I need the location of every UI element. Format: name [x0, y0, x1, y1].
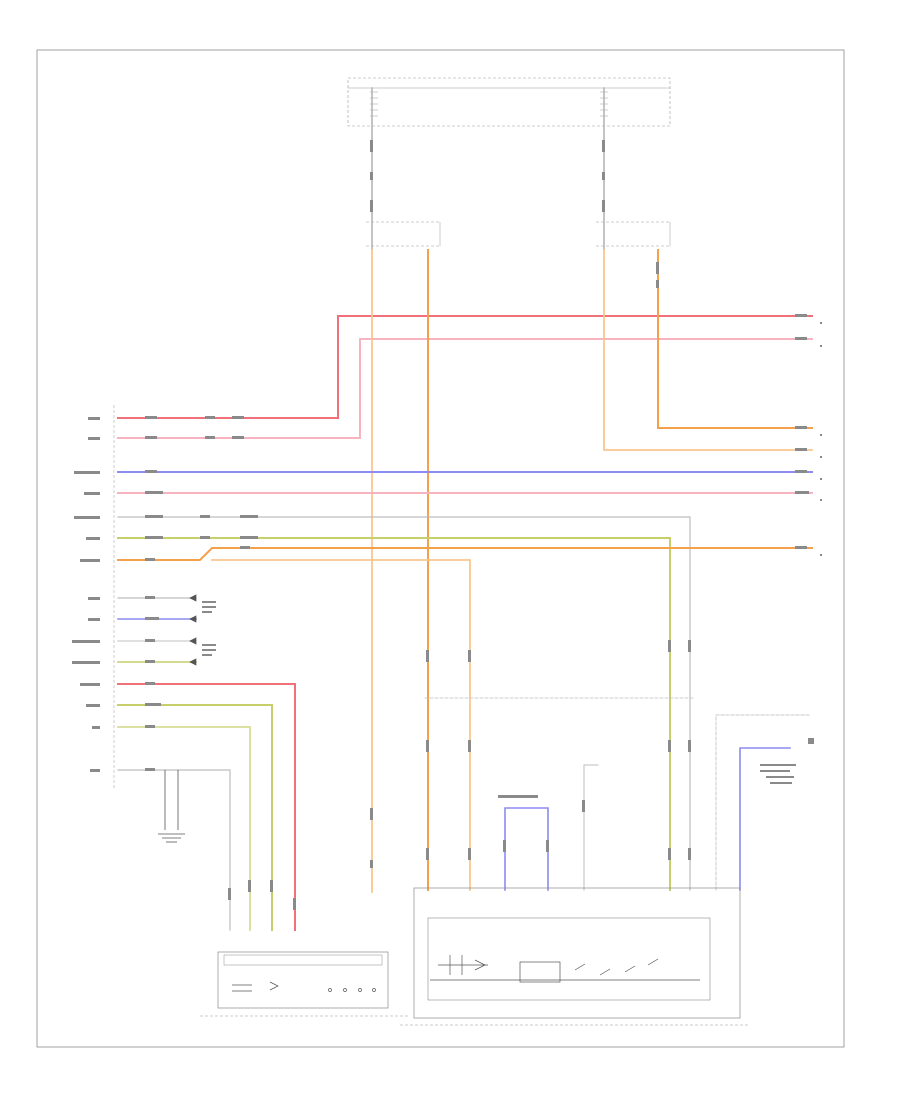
wire-orange-right	[657, 249, 813, 429]
diagram-frame	[36, 49, 845, 1048]
inline-connector-left	[366, 221, 441, 247]
wire-orange-light-right	[603, 249, 813, 451]
top-connector-box	[347, 77, 671, 127]
top-connector-block	[347, 77, 671, 127]
wire-group	[117, 87, 813, 931]
inline-connector-right	[596, 221, 671, 247]
left-ground-symbol	[158, 770, 185, 843]
bottom-right-module-outer	[413, 887, 741, 1019]
wire-yellow-green-light-down	[117, 726, 251, 931]
right-sensor-marks	[760, 738, 814, 784]
wire-orange-horizontal	[117, 547, 813, 561]
left-module	[72, 405, 216, 843]
wire-label-ticks	[145, 140, 809, 910]
bottom-left-connector	[223, 954, 383, 966]
wire-gray-ground	[583, 764, 599, 891]
wire-blue-sensor	[739, 747, 791, 891]
wire-yellow-green-down	[117, 704, 273, 931]
bottom-right-module-inner	[427, 917, 711, 1001]
wire-orange-branch	[211, 559, 471, 891]
bottom-right-module	[400, 795, 750, 1026]
wire-red-down	[117, 683, 296, 931]
wire-pink-2	[117, 338, 813, 439]
right-terminal-marks	[820, 322, 822, 556]
bottom-left-module-box	[217, 951, 389, 1009]
wire-yellow-green	[117, 537, 671, 891]
wire-red-1	[117, 315, 813, 419]
bottom-left-module	[200, 951, 410, 1017]
wire-gray-horizontal	[117, 516, 691, 891]
wire-blue-loop	[504, 807, 549, 891]
wire-gray-down	[117, 769, 231, 931]
wire-gray-sensor	[715, 714, 811, 891]
